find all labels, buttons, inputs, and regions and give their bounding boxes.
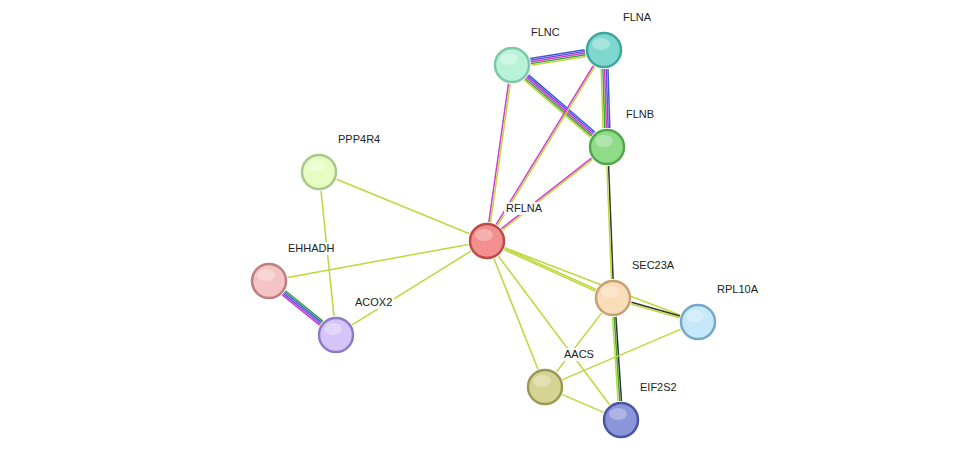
interaction-edge xyxy=(501,158,592,230)
protein-label: ACOX2 xyxy=(353,296,394,309)
interaction-edge xyxy=(282,291,323,325)
node-disc xyxy=(590,130,624,164)
protein-label: RPL10A xyxy=(715,283,760,296)
evidence-strand xyxy=(504,250,595,291)
protein-node: AACS xyxy=(526,368,564,406)
evidence-strand xyxy=(283,294,320,324)
node-disc xyxy=(495,48,529,82)
protein-node: EIF2S2 xyxy=(602,401,640,439)
protein-node: FLNB xyxy=(588,128,626,166)
evidence-strand xyxy=(501,158,591,229)
interaction-edge xyxy=(352,251,471,325)
interaction-edge xyxy=(504,248,596,291)
protein-label: AACS xyxy=(562,348,596,361)
protein-label: EIF2S2 xyxy=(638,381,679,394)
evidence-strand xyxy=(631,304,679,318)
evidence-strand xyxy=(498,256,609,405)
evidence-strand xyxy=(531,55,585,64)
node-gloss xyxy=(592,38,610,50)
node-circle xyxy=(526,368,564,406)
protein-node: ACOX2 xyxy=(317,316,355,354)
protein-label: SEC23A xyxy=(630,259,676,272)
node-disc xyxy=(596,281,630,315)
node-gloss xyxy=(533,375,551,387)
interaction-edge xyxy=(505,248,681,315)
evidence-strand xyxy=(284,292,321,322)
interaction-edge xyxy=(494,259,538,370)
node-disc xyxy=(252,264,286,298)
evidence-strand xyxy=(282,295,319,325)
protein-node: RPL10A xyxy=(679,303,717,341)
node-circle xyxy=(588,128,626,166)
protein-node: SEC23A xyxy=(594,279,632,317)
protein-node: FLNC xyxy=(493,46,531,84)
node-disc xyxy=(470,224,504,258)
evidence-strand xyxy=(496,66,593,225)
evidence-strand xyxy=(562,329,680,379)
protein-node: EHHADH xyxy=(250,262,288,300)
interaction-edge xyxy=(496,66,595,225)
node-gloss xyxy=(609,408,627,420)
node-circle xyxy=(602,401,640,439)
protein-label: RFLNA xyxy=(504,202,544,215)
node-circle xyxy=(493,46,531,84)
node-circle xyxy=(585,31,623,69)
evidence-strand xyxy=(531,56,585,65)
interaction-edge xyxy=(601,69,610,128)
evidence-strand xyxy=(285,291,322,321)
evidence-strand xyxy=(502,159,592,230)
node-disc xyxy=(604,403,638,437)
evidence-strand xyxy=(607,166,611,279)
interaction-edge xyxy=(613,317,622,401)
protein-label: FLNA xyxy=(621,11,653,24)
node-gloss xyxy=(324,323,342,335)
node-circle xyxy=(300,153,338,191)
evidence-strand xyxy=(557,313,602,372)
evidence-strand xyxy=(632,302,680,316)
node-gloss xyxy=(595,135,613,147)
interaction-edge xyxy=(530,50,586,66)
node-disc xyxy=(302,155,336,189)
node-disc xyxy=(528,370,562,404)
interaction-edge xyxy=(557,313,602,372)
evidence-strand xyxy=(613,317,619,401)
protein-label: FLNB xyxy=(624,108,656,121)
evidence-strand xyxy=(352,251,471,325)
node-circle xyxy=(468,222,506,260)
protein-label: EHHADH xyxy=(286,242,336,255)
node-gloss xyxy=(686,310,704,322)
protein-node: RFLNA xyxy=(468,222,506,260)
protein-label: FLNC xyxy=(529,26,562,39)
interaction-edge xyxy=(498,256,609,405)
node-disc xyxy=(587,33,621,67)
interaction-edge xyxy=(607,166,613,279)
interaction-edge xyxy=(562,329,680,379)
interaction-edge xyxy=(337,179,470,234)
node-gloss xyxy=(307,160,325,172)
node-gloss xyxy=(475,229,493,241)
node-circle xyxy=(317,316,355,354)
protein-label: PPP4R4 xyxy=(336,133,382,146)
evidence-strand xyxy=(601,69,603,128)
evidence-strand xyxy=(562,395,603,413)
evidence-strand xyxy=(498,67,595,226)
node-disc xyxy=(319,318,353,352)
evidence-strand xyxy=(505,248,681,315)
node-disc xyxy=(681,305,715,339)
node-circle xyxy=(594,279,632,317)
interaction-edge xyxy=(562,395,603,413)
node-circle xyxy=(250,262,288,300)
protein-node: PPP4R4 xyxy=(300,153,338,191)
protein-node: FLNA xyxy=(585,31,623,69)
node-gloss xyxy=(601,286,619,298)
node-circle xyxy=(679,303,717,341)
interaction-edge xyxy=(631,302,680,317)
node-gloss xyxy=(257,269,275,281)
evidence-strand xyxy=(494,259,538,370)
node-gloss xyxy=(500,53,518,65)
evidence-strand xyxy=(337,179,470,234)
